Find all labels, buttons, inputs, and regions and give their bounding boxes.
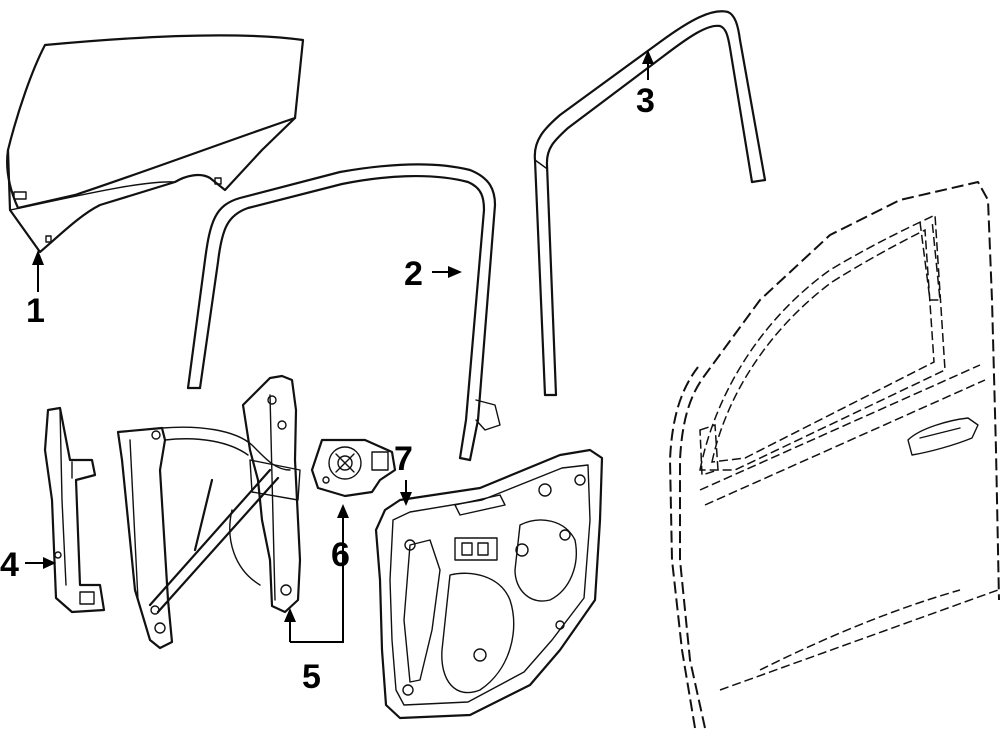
window-motor-part[interactable] — [310, 438, 397, 498]
guide-bracket-part[interactable] — [43, 406, 106, 614]
run-channel-part[interactable] — [186, 163, 501, 462]
window-regulator-part[interactable] — [116, 374, 302, 650]
callout-7: 7 — [394, 440, 413, 478]
callout-labels: 1 2 3 4 5 6 7 — [0, 82, 655, 696]
callout-5: 5 — [302, 658, 321, 696]
callout-1: 1 — [26, 292, 45, 330]
callout-6: 6 — [331, 536, 350, 574]
weatherstrip-part[interactable] — [533, 10, 767, 397]
door-shell-reference — [669, 181, 1000, 729]
callout-2: 2 — [404, 255, 423, 293]
door-module-panel-part[interactable] — [374, 448, 604, 720]
callout-3: 3 — [636, 82, 655, 120]
door-glass-part[interactable] — [6, 34, 305, 254]
callout-leaders — [25, 50, 654, 643]
callout-4: 4 — [0, 546, 19, 584]
